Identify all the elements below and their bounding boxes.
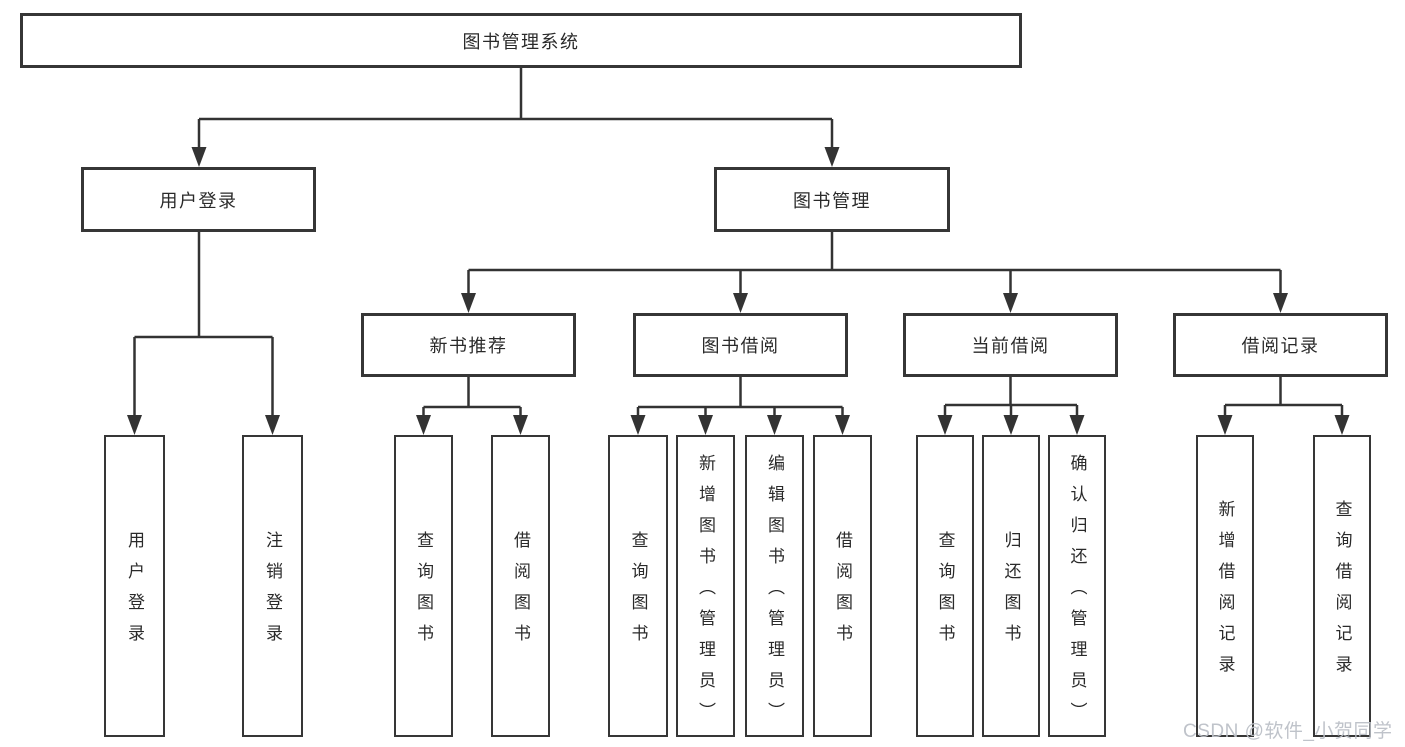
node-records-add-record: 新增借阅记录	[1196, 435, 1254, 737]
node-current-confirm-return-admin: 确认归还（管理员）	[1048, 435, 1106, 737]
node-label: 用户登录	[125, 531, 144, 655]
node-label: 图书借阅	[701, 336, 780, 356]
node-borrow-query-books: 查询图书	[608, 435, 668, 737]
node-label: 查询图书	[935, 531, 955, 655]
node-label: 编辑图书（管理员）	[765, 453, 784, 733]
node-label: 当前借阅	[971, 336, 1050, 356]
node-label: 新增图书（管理员）	[696, 453, 715, 733]
node-label: 查询借阅记录	[1332, 500, 1352, 686]
node-recommend-query-books: 查询图书	[394, 435, 453, 737]
node-label: 查询图书	[628, 531, 648, 655]
node-records-query-record: 查询借阅记录	[1313, 435, 1371, 737]
node-label: 用户登录	[159, 190, 238, 211]
node-label: 借阅图书	[511, 531, 530, 655]
node-current-return-books: 归还图书	[982, 435, 1040, 737]
node-library-system: 图书管理系统	[20, 13, 1022, 68]
node-borrowing-records: 借阅记录	[1173, 313, 1388, 377]
node-label: 归还图书	[1001, 531, 1021, 655]
node-label: 新书推荐	[429, 336, 508, 356]
node-logout-action: 注销登录	[242, 435, 303, 737]
node-user-login-action: 用户登录	[104, 435, 165, 737]
node-label: 注销登录	[263, 531, 282, 655]
node-book-borrowing: 图书借阅	[633, 313, 848, 377]
csdn-watermark: CSDN @软件_小贺同学	[1183, 721, 1393, 742]
node-label: 借阅记录	[1241, 336, 1320, 356]
node-label: 图书管理	[793, 190, 871, 211]
node-current-query-books: 查询图书	[916, 435, 974, 737]
node-borrow-edit-books-admin: 编辑图书（管理员）	[745, 435, 804, 737]
node-label: 借阅图书	[833, 531, 852, 655]
node-label: 图书管理系统	[462, 31, 580, 52]
node-label: 确认归还（管理员）	[1067, 453, 1087, 733]
arrowheads	[127, 147, 1350, 435]
node-book-management: 图书管理	[714, 167, 950, 232]
node-recommend-borrow-books: 借阅图书	[491, 435, 550, 737]
node-borrow-add-books-admin: 新增图书（管理员）	[676, 435, 735, 737]
node-current-borrowing: 当前借阅	[903, 313, 1118, 377]
node-label: 查询图书	[414, 531, 433, 655]
node-borrow-borrow-books: 借阅图书	[813, 435, 872, 737]
node-user-login: 用户登录	[81, 167, 316, 232]
node-new-book-recommend: 新书推荐	[361, 313, 576, 377]
node-label: 新增借阅记录	[1215, 500, 1235, 686]
